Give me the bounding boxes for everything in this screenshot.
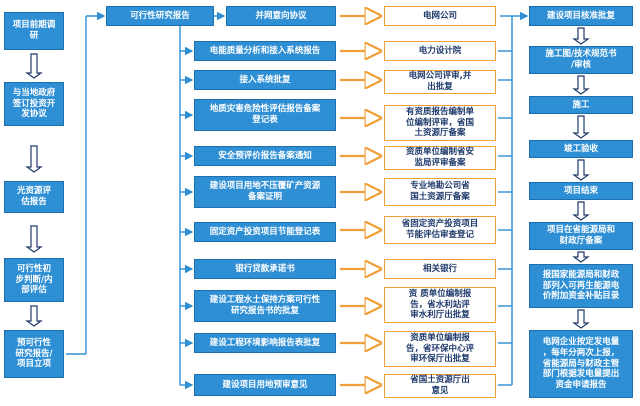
step-project-end: 项目结束 bbox=[529, 182, 633, 200]
step-construction: 施工 bbox=[529, 96, 633, 114]
step-completion-acceptance: 竣工验收 bbox=[529, 140, 633, 158]
right-arrow-7 bbox=[572, 309, 590, 329]
authority-grid-review: 电网公司评审,并 出批复 bbox=[384, 70, 496, 94]
step-subsidy-application: 电网企业按定发电量 ，每年分两次上报， 省能源局与财政主管 部门根据发电量提出 … bbox=[529, 330, 633, 398]
step-project-approval: 建设项目核准批复 bbox=[529, 6, 633, 26]
authority-environmental-protection: 资质单位编制报 告，省环保中心评 审环保厅出批复 bbox=[384, 331, 496, 367]
right-arrow-4 bbox=[572, 159, 590, 181]
authority-land-resources: 省国土资源厅出 意见 bbox=[384, 374, 496, 398]
step-power-quality-report: 电能质量分析和接入系统报告 bbox=[194, 41, 336, 61]
left-arrow-1 bbox=[25, 53, 43, 79]
step-feasibility-assessment: 可行性初 步判断/内 部评估 bbox=[4, 258, 64, 302]
left-arrow-2 bbox=[25, 145, 43, 173]
left-arrow-3 bbox=[25, 225, 43, 253]
right-arrow-3 bbox=[572, 115, 590, 139]
step-solar-resource-report: 光资源评 估报告 bbox=[4, 181, 64, 213]
right-arrow-5 bbox=[572, 201, 590, 221]
left-arrow-4 bbox=[25, 305, 43, 327]
step-grid-agreement: 并网意向协议 bbox=[226, 6, 336, 26]
right-arrow-6 bbox=[572, 251, 590, 263]
step-soil-water-approval: 建设工程水土保持方案可行性 研究报告书的批复 bbox=[194, 290, 336, 322]
step-subsidy-catalog: 报国家能源局和财政 部列入可再生能源电 价附加资金补贴目录 bbox=[529, 264, 633, 308]
step-preliminary-research: 项目前期调 研 bbox=[4, 12, 64, 50]
authority-safety-bureau: 资质单位编制省安 监局评审备案 bbox=[384, 146, 496, 170]
step-bank-loan-commitment: 银行贷款承诺书 bbox=[194, 259, 336, 279]
authority-water-resources: 资 质单位编制报 告，省水利站评 审水利厅出批复 bbox=[384, 287, 496, 323]
step-land-use-opinion: 建设项目用地预审意见 bbox=[194, 374, 336, 396]
step-government-agreement: 与当地政府 签订投资开 发协议 bbox=[4, 82, 64, 126]
authority-design-institute: 电力设计院 bbox=[384, 41, 496, 61]
step-feasibility-report: 可行性研究报告 bbox=[106, 6, 214, 26]
step-environmental-approval: 建设工程环境影响报告表批复 bbox=[194, 333, 336, 353]
step-construction-drawing-review: 施工图/技术规范书 /审核 bbox=[529, 46, 633, 74]
step-energy-saving-registration: 固定资产投资项目节能登记表 bbox=[194, 222, 336, 242]
step-provincial-filing: 项目在省能源局和 财政厅备案 bbox=[529, 222, 633, 250]
step-project-initiation: 预可行性 研究报告/ 项目立项 bbox=[4, 330, 64, 378]
step-safety-evaluation: 安全预评价报告备案通知 bbox=[194, 146, 336, 166]
step-mineral-resource-certificate: 建设项目用地不压覆矿产资源 备案证明 bbox=[194, 176, 336, 208]
authority-geohazard-filing: 有资质报告编制单 位编制评审，省国 土资源厅备案 bbox=[384, 105, 496, 141]
right-arrow-2 bbox=[572, 75, 590, 95]
authority-bank: 相关银行 bbox=[384, 259, 496, 279]
authority-grid-company: 电网公司 bbox=[384, 6, 496, 26]
authority-energy-review: 省固定资产投资项目 节能评估审查登记 bbox=[384, 216, 496, 244]
step-geohazard-record: 地质灾害危险性评估报告备案 登记表 bbox=[194, 99, 336, 131]
authority-survey-company: 专业地勘公司省 国土资源厅备案 bbox=[384, 178, 496, 206]
step-grid-access-approval: 接入系统批复 bbox=[194, 70, 336, 90]
right-arrow-1 bbox=[572, 27, 590, 45]
